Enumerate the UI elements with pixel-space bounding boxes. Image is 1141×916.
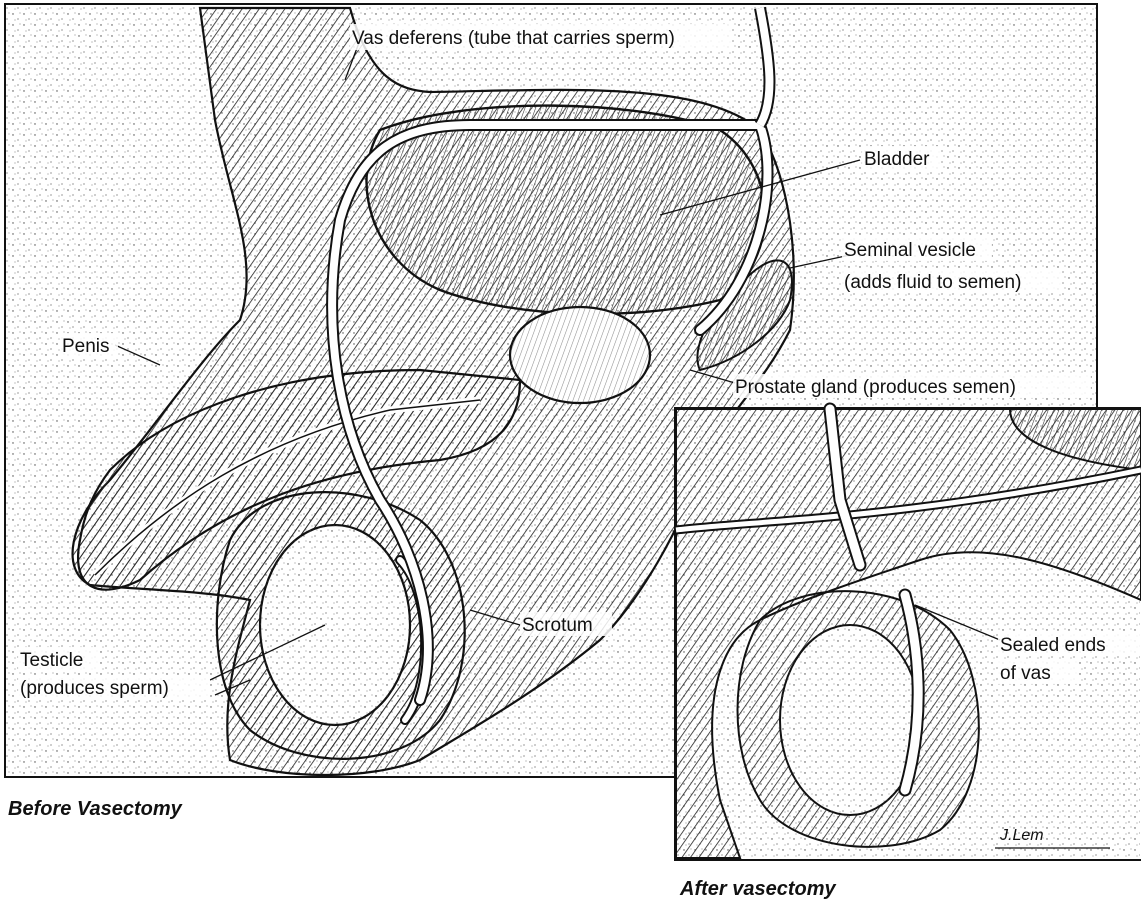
label-bladder: Bladder [864,149,930,170]
caption-after: After vasectomy [679,878,837,900]
artist-signature: J.Lem [999,827,1044,844]
label-seminal-vesicle-desc: (adds fluid to semen) [844,272,1021,293]
caption-before: Before Vasectomy [8,798,183,820]
label-seminal-vesicle: Seminal vesicle [844,240,976,261]
after-panel: Sealed ends of vas J.Lem [675,408,1141,860]
label-testicle: Testicle [20,650,83,671]
bladder-shape [367,106,766,314]
label-penis: Penis [62,336,110,357]
label-vas-deferens: Vas deferens (tube that carries sperm) [352,28,675,49]
label-of-vas: of vas [1000,663,1051,684]
label-sealed-ends: Sealed ends [1000,635,1106,656]
label-testicle-desc: (produces sperm) [20,678,169,699]
label-scrotum: Scrotum [522,615,593,636]
label-prostate: Prostate gland (produces semen) [735,377,1016,398]
